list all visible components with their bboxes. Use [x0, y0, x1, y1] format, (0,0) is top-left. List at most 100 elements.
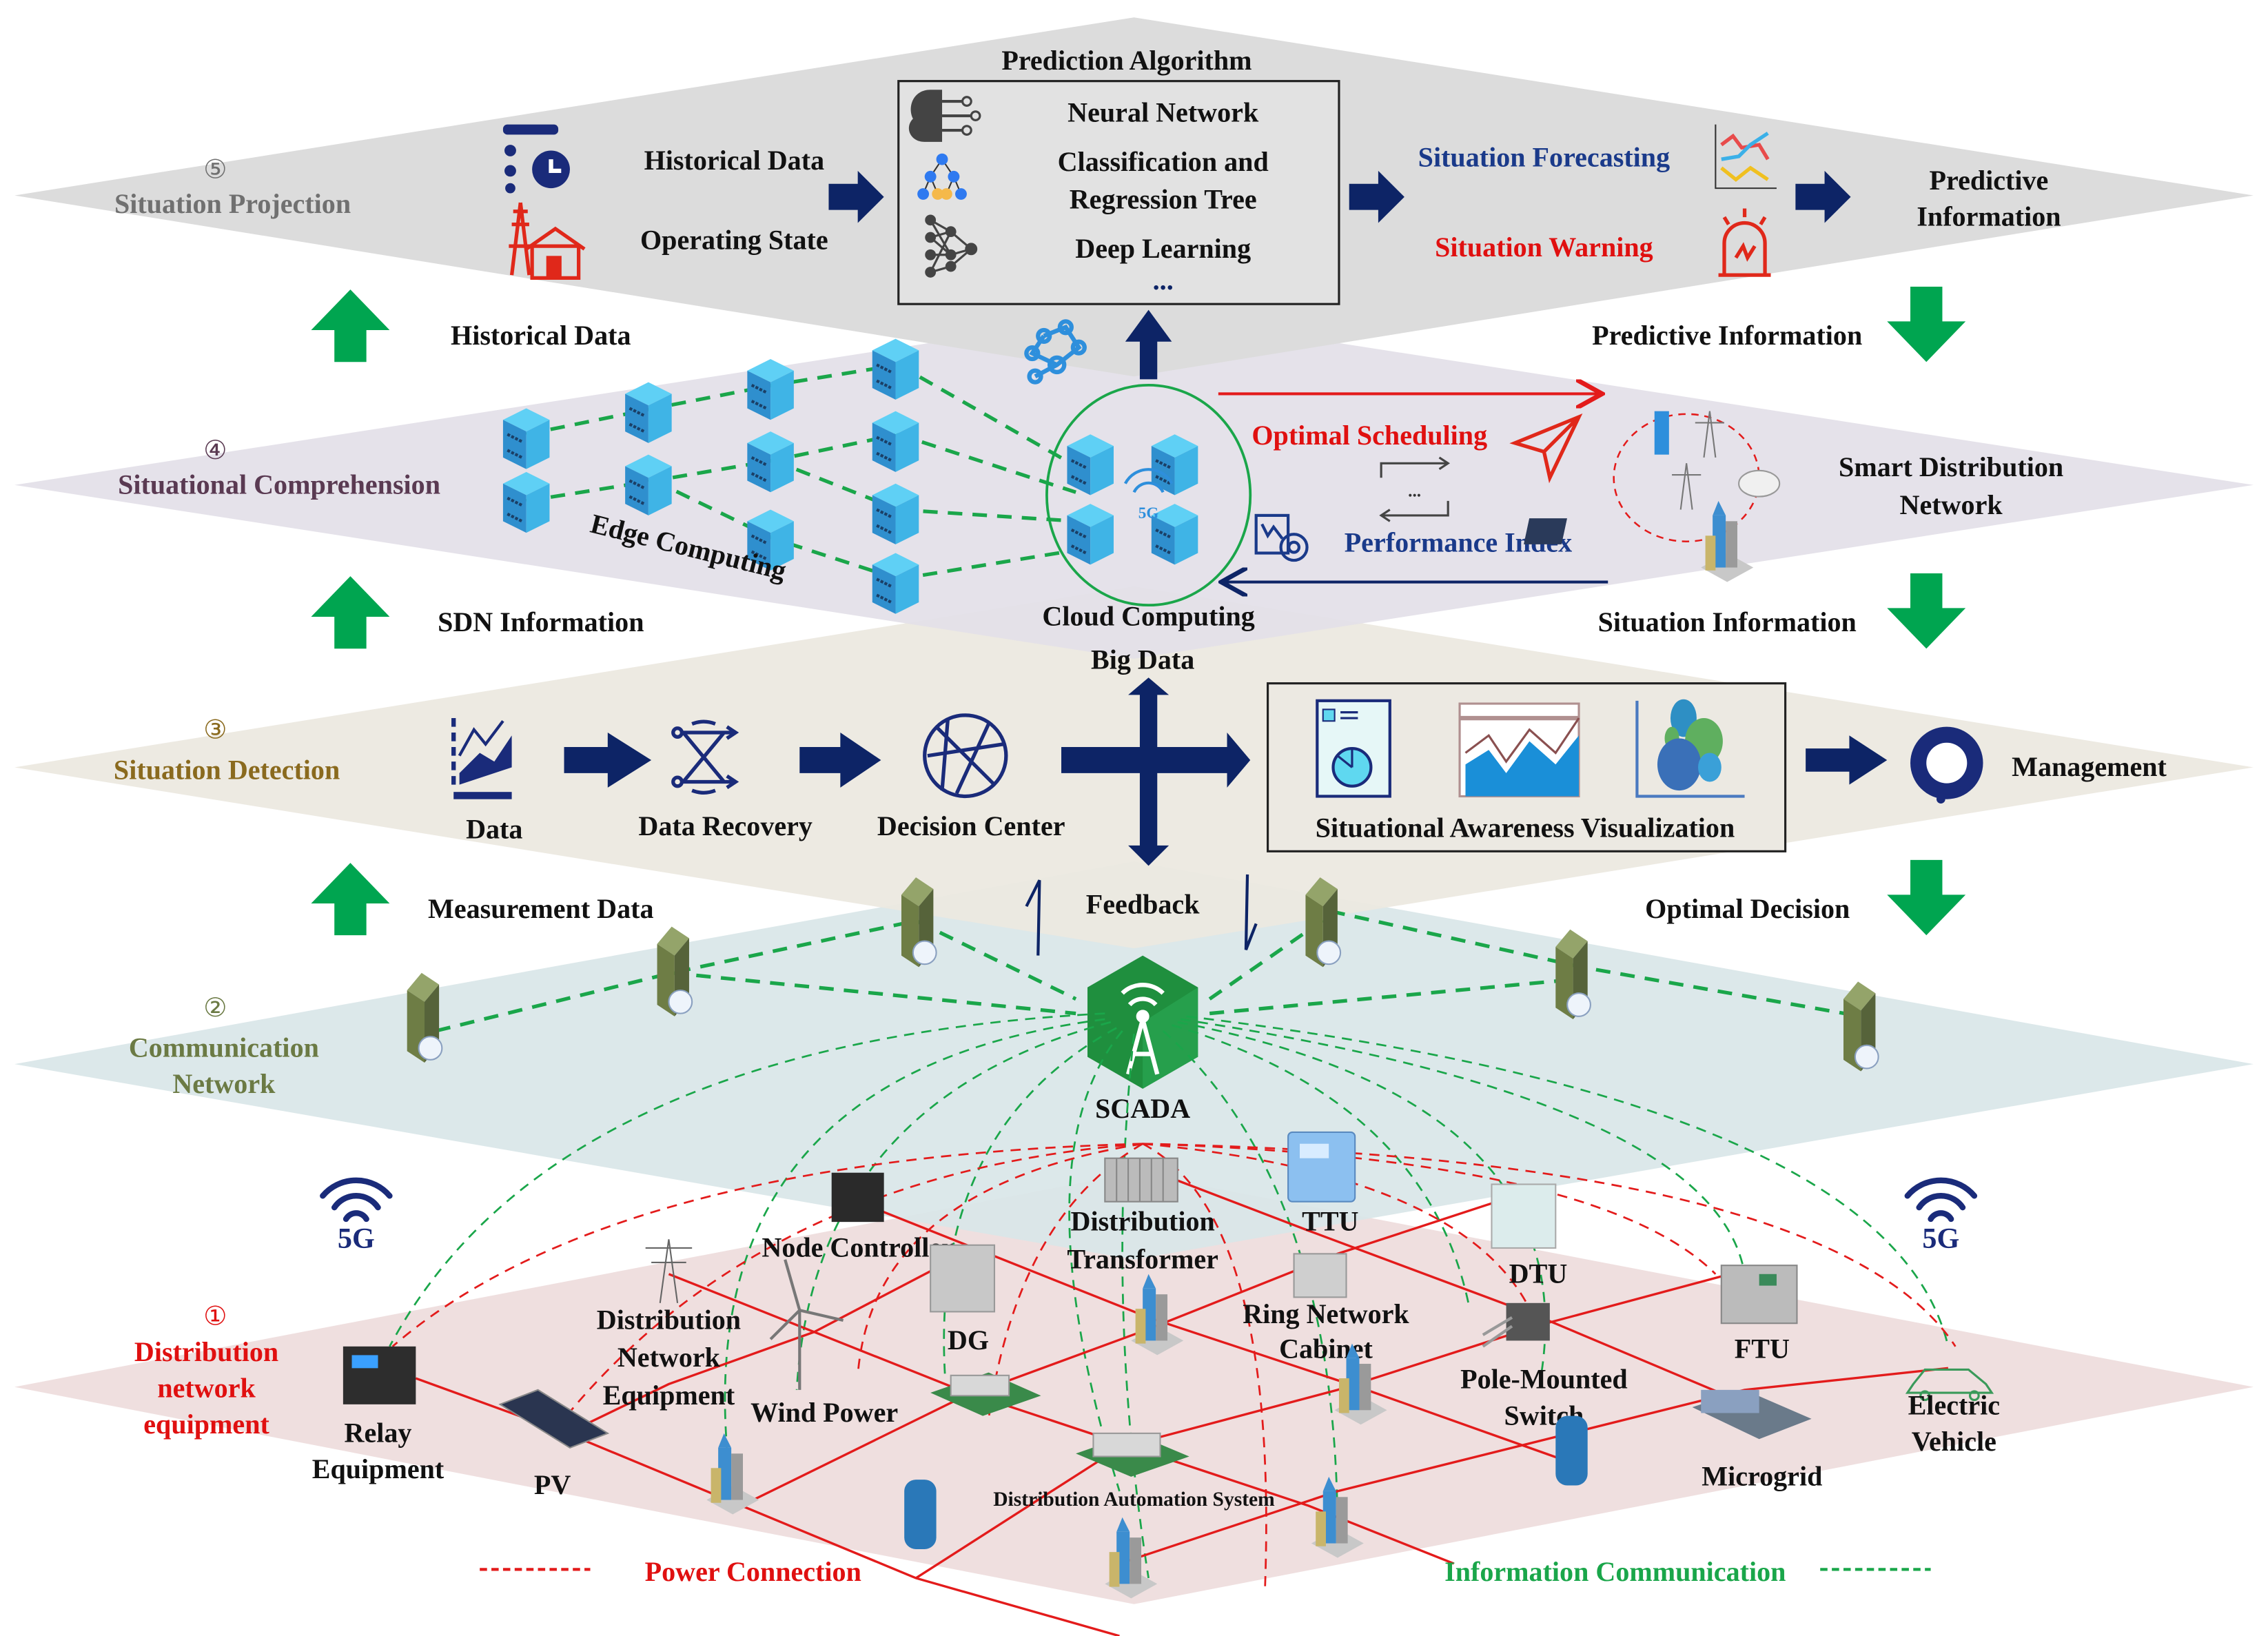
- historical-data-flow-label: Historical Data: [451, 320, 631, 351]
- cloud-computing-center: 5G: [1045, 383, 1252, 607]
- distribution-transformer-label: Distribution Transformer: [1067, 1206, 1218, 1275]
- green-down-arrow-icon: [1887, 573, 1966, 649]
- svg-text:Relay: Relay: [345, 1418, 412, 1449]
- layer1-number: ①: [203, 1302, 227, 1331]
- edge-server-icon: [625, 382, 672, 443]
- 5g-signal-icon: [1123, 468, 1174, 493]
- transmission-tower-device: [645, 1239, 693, 1303]
- green-up-arrow-icon: [311, 863, 390, 936]
- bubble-chart-icon: [1635, 699, 1745, 798]
- svg-text:Equipment: Equipment: [603, 1380, 735, 1411]
- factory-icons: [930, 1372, 1189, 1477]
- svg-text:Electric: Electric: [1908, 1390, 2000, 1421]
- svg-text:network: network: [157, 1372, 256, 1403]
- ring-network-cabinet-label: Ring Network Cabinet: [1243, 1298, 1409, 1364]
- legend-power: Power Connection: [480, 1556, 861, 1587]
- green-up-arrow-icon: [311, 289, 390, 362]
- dg-cabinet-device: [930, 1244, 996, 1313]
- edge-server-icon: [625, 455, 672, 515]
- server-database-icon: [1305, 877, 1342, 968]
- microgrid-device: [1692, 1389, 1812, 1440]
- layer1-name: Distribution network equipment: [134, 1336, 278, 1440]
- layer5-name: Situation Projection: [114, 188, 351, 219]
- svg-text:Network: Network: [617, 1342, 721, 1373]
- smart-distribution-network-label: Smart Distribution Network: [1839, 451, 2063, 520]
- predictive-information-output: Predictive Information: [1917, 165, 2061, 232]
- ftu-cabinet-device: [1720, 1265, 1798, 1325]
- algorithm-deep-learning: Deep Learning: [1075, 233, 1251, 264]
- visualization-label: Situational Awareness Visualization: [1316, 812, 1735, 843]
- layer3-name: Situation Detection: [114, 754, 340, 785]
- situation-warning-label: Situation Warning: [1435, 232, 1653, 263]
- svg-text:Distribution: Distribution: [597, 1305, 741, 1336]
- layer2-name: Communication Network: [129, 1032, 319, 1099]
- cylinder-tower-icons: [904, 1415, 1588, 1549]
- edge-server-icon: [872, 484, 919, 544]
- svg-text:Equipment: Equipment: [312, 1453, 445, 1484]
- prediction-algorithm-title: Prediction Algorithm: [1001, 45, 1252, 76]
- dg-label: DG: [948, 1325, 989, 1356]
- forecast-chart-icon: [1715, 124, 1777, 190]
- big-data-label: Big Data: [1091, 644, 1194, 675]
- flow-up-sdn-information: SDN Information: [311, 576, 644, 649]
- deep-learning-icon: [925, 214, 978, 278]
- wind-power-label: Wind Power: [750, 1397, 898, 1428]
- 5g-badge-right: 5G: [1904, 1177, 1978, 1255]
- legend: Power Connection Information Communicati…: [480, 1556, 1931, 1587]
- node-controller-device: [831, 1172, 884, 1223]
- paper-plane-icon: [1509, 413, 1583, 484]
- legend-info: Information Communication: [1444, 1556, 1931, 1587]
- distribution-automation-system-label: Distribution Automation System: [993, 1489, 1275, 1511]
- edge-server-icon: [747, 359, 794, 420]
- neural-brain-icon: [908, 90, 981, 142]
- svg-text:Smart Distribution: Smart Distribution: [1839, 451, 2063, 482]
- data-recovery-step-label: Data Recovery: [638, 810, 813, 841]
- ring-network-cabinet-device: [1293, 1253, 1347, 1298]
- feedback-arrows: [1025, 874, 1258, 956]
- pv-label: PV: [534, 1469, 571, 1500]
- data-recovery-icon: [671, 719, 739, 795]
- svg-text:Information: Information: [1917, 201, 2061, 232]
- svg-text:Network: Network: [172, 1068, 276, 1099]
- layer2-number: ②: [203, 994, 227, 1023]
- layer1-label: ① Distribution network equipment: [134, 1302, 278, 1439]
- relay-equipment-device: [343, 1346, 416, 1404]
- navy-up-arrow-icon: [1125, 309, 1172, 380]
- loop-ellipsis: ...: [1408, 482, 1421, 501]
- ttu-label: TTU: [1302, 1206, 1358, 1237]
- node-controller-label: Node Controller: [762, 1232, 954, 1263]
- flow-down-optimal-decision: Optimal Decision: [1645, 859, 1966, 936]
- server-database-icon: [1842, 981, 1879, 1072]
- feedback-label: Feedback: [1086, 889, 1200, 920]
- dtu-device: [1491, 1183, 1557, 1249]
- cloud-5g-badge: 5G: [1138, 504, 1159, 522]
- algorithm-neural-network: Neural Network: [1067, 97, 1259, 128]
- relay-equipment-label: Relay Equipment: [312, 1418, 445, 1484]
- layer1-plane: [14, 1172, 2254, 1604]
- layer4-name: Situational Comprehension: [118, 469, 440, 500]
- optimal-scheduling-label: Optimal Scheduling: [1252, 420, 1487, 451]
- svg-text:Regression Tree: Regression Tree: [1070, 184, 1257, 215]
- svg-text:Distribution: Distribution: [1071, 1206, 1215, 1237]
- antenna-tower-icon: [1121, 983, 1165, 1075]
- ttu-meter-device: [1287, 1131, 1356, 1203]
- legend-power-label: Power Connection: [645, 1556, 861, 1587]
- wind-turbine-device: [769, 1259, 844, 1390]
- microgrid-label: Microgrid: [1702, 1461, 1822, 1492]
- svg-text:Transformer: Transformer: [1067, 1243, 1218, 1274]
- management-headset-icon: [1910, 726, 1983, 804]
- data-chart-icon: [451, 718, 512, 799]
- decision-tree-icon: [917, 153, 967, 200]
- 5g-badge-left: 5G: [320, 1177, 393, 1255]
- management-label: Management: [2012, 751, 2167, 782]
- layer3-label: ③ Situation Detection: [114, 716, 340, 786]
- alarm-siren-icon: [1718, 208, 1771, 277]
- sdn-information-flow-label: SDN Information: [438, 606, 644, 637]
- four-way-arrow-icon: [1061, 677, 1251, 866]
- layer4-number: ④: [203, 436, 227, 465]
- wifi-signal-icon: [1904, 1177, 1978, 1223]
- electric-vehicle-icon: [1905, 1368, 1994, 1402]
- layer4-label: ④ Situational Comprehension: [118, 436, 440, 500]
- loop-icon: [1379, 456, 1451, 522]
